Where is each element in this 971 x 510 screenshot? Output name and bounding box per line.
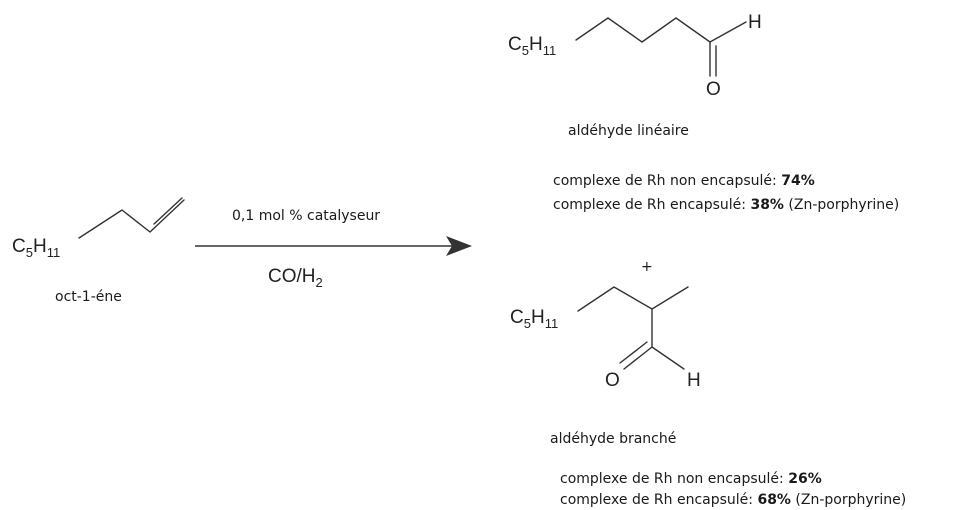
arrow-head [446,236,472,256]
linear-yield-encapsulated: complexe de Rh encapsulé: 38% (Zn-porphy… [553,197,899,213]
reactant-structure: C5H11 [12,197,185,260]
branched-formula: C5H11 [510,307,558,331]
linear-atom-o: O [706,79,721,100]
linear-chain-bond [575,17,747,43]
reaction-arrow [195,236,472,256]
linear-aldehyde-name: aldéhyde linéaire [568,123,689,139]
branched-carbonyl-bond-1 [623,346,653,370]
branched-aldehyde-bond [651,308,685,370]
plus-sign: + [641,259,653,275]
linear-aldehyde-structure: C5H11 H O [508,12,762,100]
branched-yield-encapsulated: complexe de Rh encapsulé: 68% (Zn-porphy… [560,492,906,508]
linear-yield-non-encapsulated: complexe de Rh non encapsulé: 74% [553,173,815,189]
reaction-conditions-gas: CO/H2 [268,266,323,290]
branched-aldehyde-structure: C5H11 O H [510,286,701,391]
branched-carbonyl-bond-2 [619,341,648,364]
reactant-name: oct-1-éne [55,289,122,305]
reaction-conditions-catalyst: 0,1 mol % catalyseur [232,208,380,224]
branched-atom-o: O [605,370,620,391]
branched-chain-bond [577,286,689,312]
branched-yield-non-encapsulated: complexe de Rh non encapsulé: 26% [560,471,822,487]
reactant-formula: C5H11 [12,236,60,260]
reactant-chain-bond [78,199,185,239]
linear-formula: C5H11 [508,34,556,58]
linear-atom-h: H [748,12,762,33]
reactant-double-bond [153,197,183,225]
branched-atom-h: H [687,370,701,391]
branched-aldehyde-name: aldéhyde branché [550,431,676,447]
